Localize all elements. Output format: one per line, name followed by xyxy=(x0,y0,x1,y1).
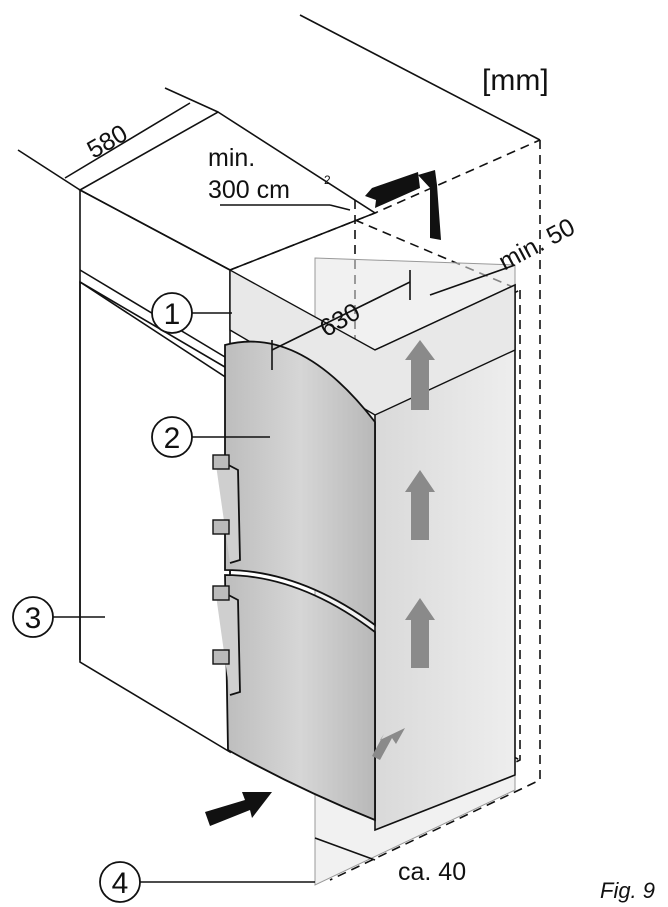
callout-4: 4 xyxy=(99,861,141,903)
callout-leaders xyxy=(48,312,315,883)
figure-label: Fig. 9 xyxy=(600,878,655,903)
svg-text:4: 4 xyxy=(112,867,129,900)
lower-door xyxy=(224,574,376,822)
vent-area-superscript: 2 xyxy=(324,173,331,187)
lower-handle xyxy=(212,585,241,696)
vent-area-min: min. xyxy=(208,144,255,172)
fridge-freezer xyxy=(212,268,516,832)
airflow-arrows xyxy=(372,340,435,760)
callout-1: 1 xyxy=(151,292,193,334)
callout-2: 2 xyxy=(151,416,193,458)
dimension-580: 580 xyxy=(82,119,132,164)
exhaust-arrow-icon xyxy=(365,170,441,240)
callout-3: 3 xyxy=(12,596,54,638)
upper-door xyxy=(224,340,376,627)
airflow-arrow-icon xyxy=(405,470,435,540)
svg-text:3: 3 xyxy=(25,602,42,635)
units-label: [mm] xyxy=(482,64,549,97)
svg-text:2: 2 xyxy=(164,422,181,455)
kitchen-cabinet xyxy=(79,280,231,754)
dimension-ca-40: ca. 40 xyxy=(398,858,466,886)
airflow-arrow-icon xyxy=(405,598,435,668)
airflow-arrow-icon xyxy=(405,340,435,410)
dimension-lines xyxy=(17,14,541,861)
upper-handle xyxy=(212,454,241,564)
airflow-arrow-icon xyxy=(372,728,405,760)
vent-area-value: 300 cm xyxy=(208,176,290,204)
intake-arrow-icon xyxy=(205,792,272,826)
dimension-min-50: min. 50 xyxy=(494,213,580,276)
svg-text:1: 1 xyxy=(164,298,181,331)
